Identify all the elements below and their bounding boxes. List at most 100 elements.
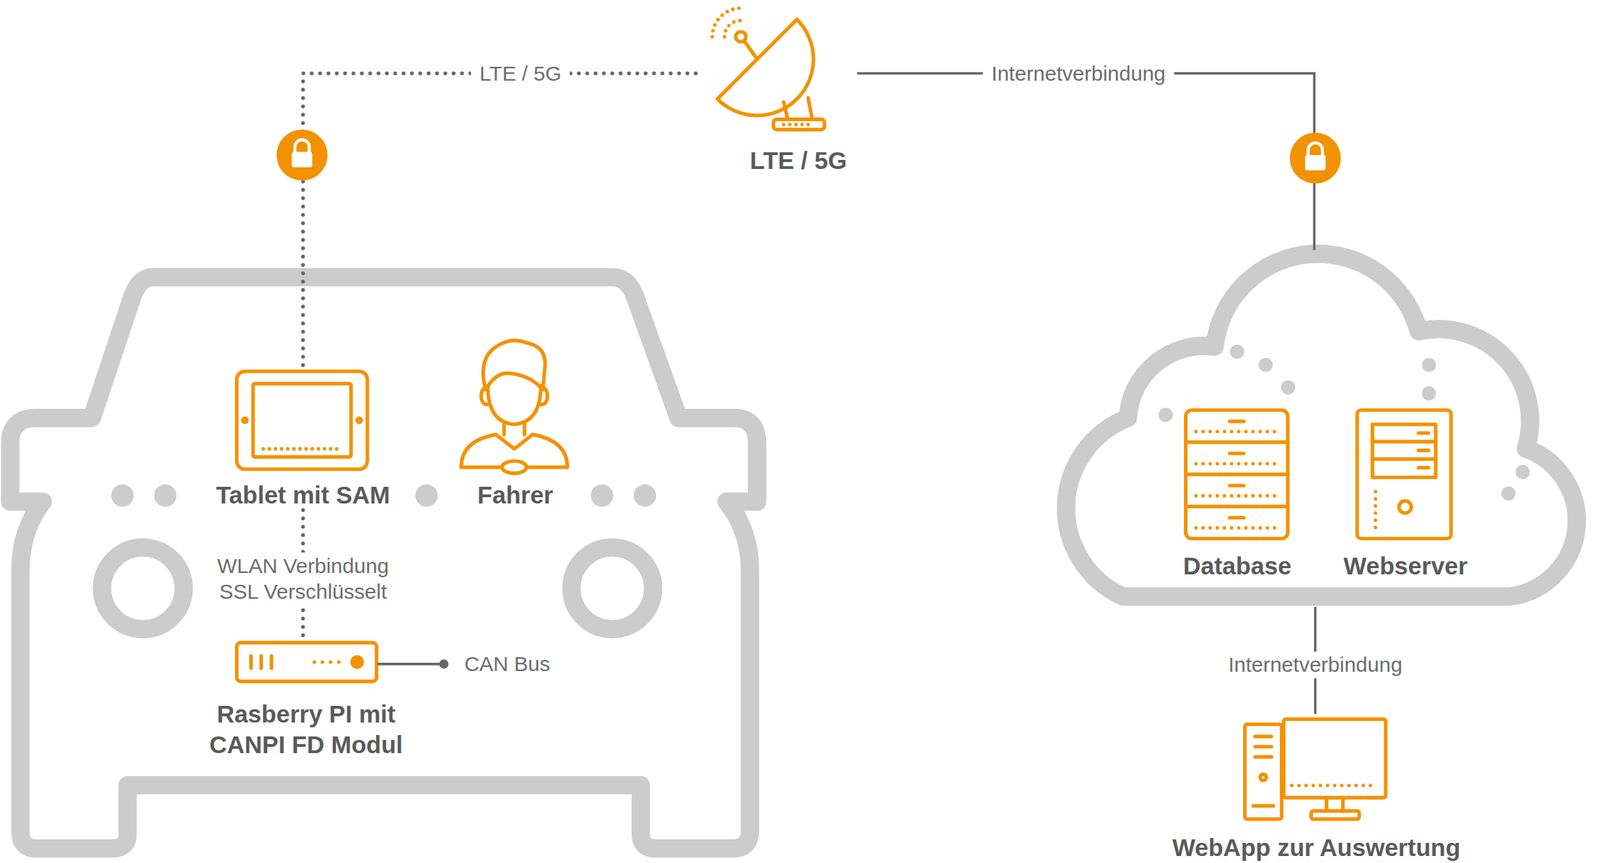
node-label: WebApp zur Auswertung (1172, 832, 1461, 863)
car-dot (590, 484, 613, 508)
driver-icon (461, 340, 568, 474)
lock-circle (276, 129, 328, 181)
cloud-dot (1501, 486, 1516, 502)
lock-icon (276, 129, 328, 181)
computer-monitor (1283, 719, 1386, 798)
node-label: Webserver (1343, 550, 1468, 582)
cloud-dot (1258, 358, 1274, 373)
raspberry-icon (236, 642, 377, 682)
dish-base-dots (784, 122, 815, 126)
driver-ear (538, 387, 547, 405)
connector-label: Internetverbindung (1220, 652, 1411, 679)
server-dots (1373, 491, 1378, 531)
connector-label: WLAN Verbindung SSL Verschlüsselt (193, 552, 412, 605)
can-bus-wire (377, 662, 444, 666)
lock-body (1305, 155, 1326, 171)
steering-wheel-hub (502, 461, 527, 474)
dish-icon (712, 8, 825, 131)
webserver-icon (1357, 410, 1452, 540)
device-node: Rasberry PI mit CANPI FD Modul (183, 637, 429, 761)
cloud-outline (1030, 249, 1600, 607)
can-bus-terminal (438, 659, 448, 669)
tablet-screen (253, 384, 352, 458)
database-icon (1185, 410, 1288, 540)
monitor-stand (1326, 797, 1343, 812)
cloud-dot (1421, 358, 1436, 373)
driver-ear (481, 387, 490, 405)
steering-wheel (461, 465, 568, 469)
tablet-icon (236, 371, 368, 470)
monitor-base (1311, 811, 1360, 820)
server-node: Webserver (1331, 406, 1480, 582)
tower-button (1260, 774, 1267, 781)
tower-slots (1254, 736, 1271, 757)
database-dots (1195, 432, 1278, 529)
car-headlight (102, 548, 184, 630)
client-node: WebApp zur Auswertung (1132, 714, 1500, 863)
dish-bowl (717, 19, 814, 116)
node-label: Rasberry PI mit CANPI FD Modul (194, 699, 418, 761)
tablet-camera (242, 418, 247, 423)
car-body (10, 277, 758, 849)
raspberry-vents (251, 656, 272, 669)
raspberry-leds (314, 660, 341, 664)
dish-feed (745, 41, 758, 60)
node-label: LTE / 5G (714, 145, 848, 176)
driver-neck (504, 422, 525, 435)
car-dot (633, 484, 656, 508)
node-label: Tablet mit SAM (216, 480, 391, 511)
monitor-dots (1291, 784, 1378, 788)
dotted-connector (303, 73, 705, 366)
lock-body (292, 152, 313, 168)
computer-tower (1245, 724, 1283, 819)
antenna-node: LTE / 5G (704, 0, 858, 176)
connector-label: Internetverbindung (982, 60, 1174, 87)
cloud-dot (1280, 380, 1296, 396)
signal-wave (712, 8, 741, 37)
computer-icon (1245, 719, 1386, 820)
car-dot (153, 484, 176, 508)
cloud-shape (1065, 253, 1577, 597)
cloud-dot (1229, 345, 1245, 360)
server-node: Database (1163, 406, 1312, 582)
server-power-button (1398, 500, 1412, 514)
dish-stand (784, 98, 813, 120)
lock-icon (1289, 132, 1341, 184)
server-bay-handles (1418, 433, 1429, 469)
signal-label: CAN Bus (464, 652, 550, 677)
device-node: Tablet mit SAM (194, 365, 413, 510)
tower-foot (1252, 804, 1274, 808)
server-case (1357, 410, 1452, 540)
driver-hair (483, 340, 546, 391)
car-dot (111, 484, 134, 508)
driver-face (487, 385, 541, 425)
raspberry-power-led (352, 657, 363, 668)
server-bays (1372, 424, 1436, 478)
tablet-screen-dots (262, 447, 341, 451)
tablet-button (356, 418, 362, 423)
cloud-node: Database Webserver (1030, 249, 1600, 607)
raspberry-case (236, 642, 377, 682)
car-dot (415, 484, 438, 508)
node-label: Database (1183, 550, 1292, 582)
connector-label: LTE / 5G (470, 60, 570, 87)
node-label: Fahrer (477, 480, 554, 511)
cloud-dot (1515, 465, 1530, 480)
person-node: Fahrer (448, 334, 582, 510)
lock-shackle (294, 139, 310, 154)
lock-shackle (1307, 142, 1323, 156)
connector-line (857, 73, 1315, 251)
signal-wave (724, 20, 741, 37)
cloud-dot (1158, 408, 1173, 423)
dish-feed-head (736, 32, 747, 43)
dish-base (773, 119, 825, 131)
database-stack (1185, 410, 1288, 540)
icons (236, 8, 1452, 820)
tablet-frame (236, 371, 368, 470)
car-headlight (571, 548, 653, 630)
lock-circle (1289, 132, 1341, 184)
